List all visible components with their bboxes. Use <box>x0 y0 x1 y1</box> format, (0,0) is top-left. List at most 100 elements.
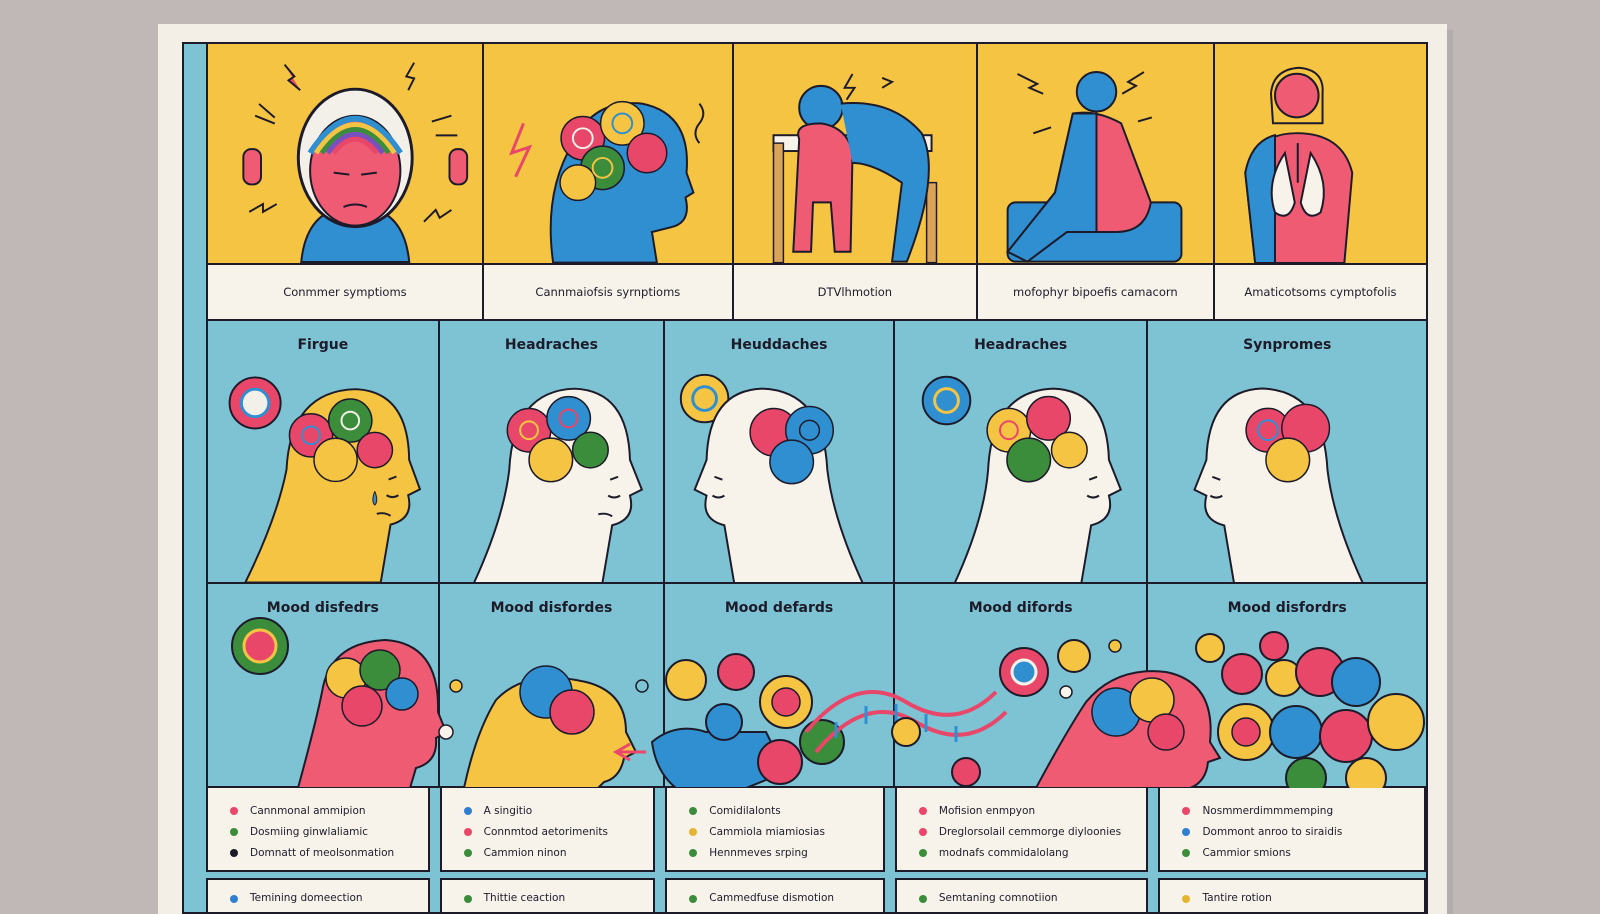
mood-panel-4: Mood difords <box>895 584 1149 786</box>
bullet-dot-icon <box>463 895 472 903</box>
list-item: Cammior smions <box>1182 842 1424 863</box>
list-item: modnafs commidalolang <box>918 842 1147 863</box>
bullet-dot-icon <box>1182 895 1191 903</box>
bullet-dot-icon <box>918 895 927 903</box>
head-spirals-illustration <box>483 44 732 265</box>
bottom-item: Temining domeection <box>206 878 430 912</box>
bullet-dot-icon <box>918 848 927 857</box>
symptom-list-4: Mofision enmpyon Dreglorsolail cemmorge … <box>894 788 1149 872</box>
top-illustration-row: Conmmer symptioms <box>184 44 1426 321</box>
list-item: Nosmmerdimmmemping <box>1182 800 1424 821</box>
top-panel-head-spirals: Cannmaiofsis syrnptioms <box>483 44 734 321</box>
mood-panel-3: Mood defards <box>665 584 895 786</box>
headache-row: Firgue Headraches <box>206 319 1426 584</box>
list-item-label: modnafs commidalolang <box>938 846 1069 859</box>
bullet-dot-icon <box>230 827 238 836</box>
top-caption-3: DTVlhmotion <box>733 265 976 321</box>
bottom-item-label: Tantire rotion <box>1202 892 1272 904</box>
list-item: Dosmiing ginwlaliamic <box>230 821 428 842</box>
list-item: Hennmeves srping <box>689 842 883 863</box>
bullet-dot-icon <box>689 806 698 815</box>
symptom-list-3: Comidilalonts Cammiola miamiosias Hennme… <box>665 788 885 872</box>
bottom-item-label: Cammedfuse dismotion <box>709 892 835 904</box>
list-item-label: Nosmmerdimmmemping <box>1202 804 1334 817</box>
mood-panel-title: Mood difords <box>968 600 1073 616</box>
headache-panel-title: Headraches <box>974 337 1068 353</box>
symptom-list-1: Cannmonal ammipion Dosmiing ginwlaliamic… <box>206 788 430 872</box>
list-item-label: Mofision enmpyon <box>938 804 1036 817</box>
list-item-label: Cannmonal ammipion <box>250 804 366 817</box>
bottom-item: Tantire rotion <box>1158 878 1426 912</box>
list-item: Domnatt of meolsonmation <box>230 842 428 863</box>
bullet-dot-icon <box>689 895 698 903</box>
mood-panel-title: Mood disfordrs <box>1227 600 1347 616</box>
bottom-item-label: Semtaning comnotiion <box>938 892 1058 904</box>
headache-panel-3: Heuddaches <box>665 321 895 584</box>
mood-panel-title: Mood disfedrs <box>266 600 379 616</box>
top-panel-seated: mofophyr bipoefis camacorn <box>977 44 1215 321</box>
top-panel-headache: Conmmer symptioms <box>206 44 484 321</box>
top-caption-5: Amaticotsoms cymptofolis <box>1214 265 1426 321</box>
bullet-dot-icon <box>918 827 927 836</box>
headache-panel-1: Firgue <box>206 321 440 584</box>
list-item: A singitio <box>463 800 654 821</box>
bottom-item: Cammedfuse dismotion <box>665 878 885 912</box>
bottom-item-label: Temining domeection <box>250 892 363 904</box>
top-panel-bending: DTVlhmotion <box>733 44 978 321</box>
list-item-label: Comidilalonts <box>709 804 781 817</box>
top-caption-4: mofophyr bipoefis camacorn <box>977 265 1213 321</box>
mood-row: Mood disfedrs Mood disfordes Mood defard… <box>206 582 1426 788</box>
list-item: Cammiola miamiosias <box>689 821 883 842</box>
list-item-label: Domnatt of meolsonmation <box>250 846 395 859</box>
bullet-dot-icon <box>230 895 238 903</box>
mood-panel-5: Mood disfordrs <box>1148 584 1426 786</box>
list-item: Cannmonal ammipion <box>230 800 428 821</box>
headache-panel-4: Headraches <box>895 321 1149 584</box>
symptom-board: Conmmer symptioms <box>182 42 1428 914</box>
mood-panel-2: Mood disfordes <box>440 584 666 786</box>
bullet-dot-icon <box>463 827 472 836</box>
list-item: Dreglorsolail cemmorge diyloonies <box>918 821 1147 842</box>
list-item-label: Hennmeves srping <box>709 846 808 859</box>
symptom-lists-row: Cannmonal ammipion Dosmiing ginwlaliamic… <box>206 788 1426 872</box>
headache-panel-title: Synpromes <box>1243 337 1332 353</box>
list-item-label: Connmtod aetorimenits <box>483 825 608 838</box>
lungs-figure-illustration <box>1214 44 1426 265</box>
list-item-label: Dreglorsolail cemmorge diyloonies <box>938 825 1122 838</box>
bullet-dot-icon <box>1182 848 1191 857</box>
top-caption-1: Conmmer symptioms <box>208 265 482 321</box>
seated-figure-illustration <box>977 44 1213 265</box>
bottom-item: Semtaning comnotiion <box>894 878 1149 912</box>
bullet-dot-icon <box>1182 806 1191 815</box>
symptom-list-2: A singitio Connmtod aetorimenits Cammion… <box>439 788 656 872</box>
mood-panel-1: Mood disfedrs <box>206 584 440 786</box>
headache-illustration <box>208 44 482 265</box>
mood-panel-title: Mood disfordes <box>490 600 613 616</box>
list-item-label: A singitio <box>483 804 533 817</box>
headache-panel-title: Heuddaches <box>730 337 828 353</box>
list-item: Mofision enmpyon <box>918 800 1147 821</box>
symptom-list-5: Nosmmerdimmmemping Dommont anroo to sira… <box>1158 788 1426 872</box>
top-panel-lungs: Amaticotsoms cymptofolis <box>1214 44 1426 321</box>
bottom-item-label: Thittie ceaction <box>483 892 566 904</box>
list-item-label: Dosmiing ginwlaliamic <box>250 825 369 838</box>
bottom-row: Temining domeection Thittie ceaction Cam… <box>206 878 1426 912</box>
bullet-dot-icon <box>463 848 472 857</box>
bullet-dot-icon <box>463 806 472 815</box>
bullet-dot-icon <box>230 806 238 815</box>
list-item-label: Cammior smions <box>1202 846 1291 859</box>
bullet-dot-icon <box>230 848 238 857</box>
bullet-dot-icon <box>689 848 698 857</box>
poster-sheet: Conmmer symptioms <box>158 24 1447 914</box>
list-item: Comidilalonts <box>689 800 883 821</box>
bullet-dot-icon <box>689 827 698 836</box>
headache-panel-5: Synpromes <box>1148 321 1426 584</box>
headache-panel-title: Firgue <box>297 337 349 353</box>
top-caption-2: Cannmaiofsis syrnptioms <box>483 265 732 321</box>
headache-panel-2: Headraches <box>440 321 666 584</box>
headache-panel-title: Headraches <box>504 337 598 353</box>
list-item: Cammion ninon <box>463 842 654 863</box>
list-item-label: Cammion ninon <box>483 846 567 859</box>
bottom-item: Thittie ceaction <box>439 878 656 912</box>
list-item: Dommont anroo to siraidis <box>1182 821 1424 842</box>
